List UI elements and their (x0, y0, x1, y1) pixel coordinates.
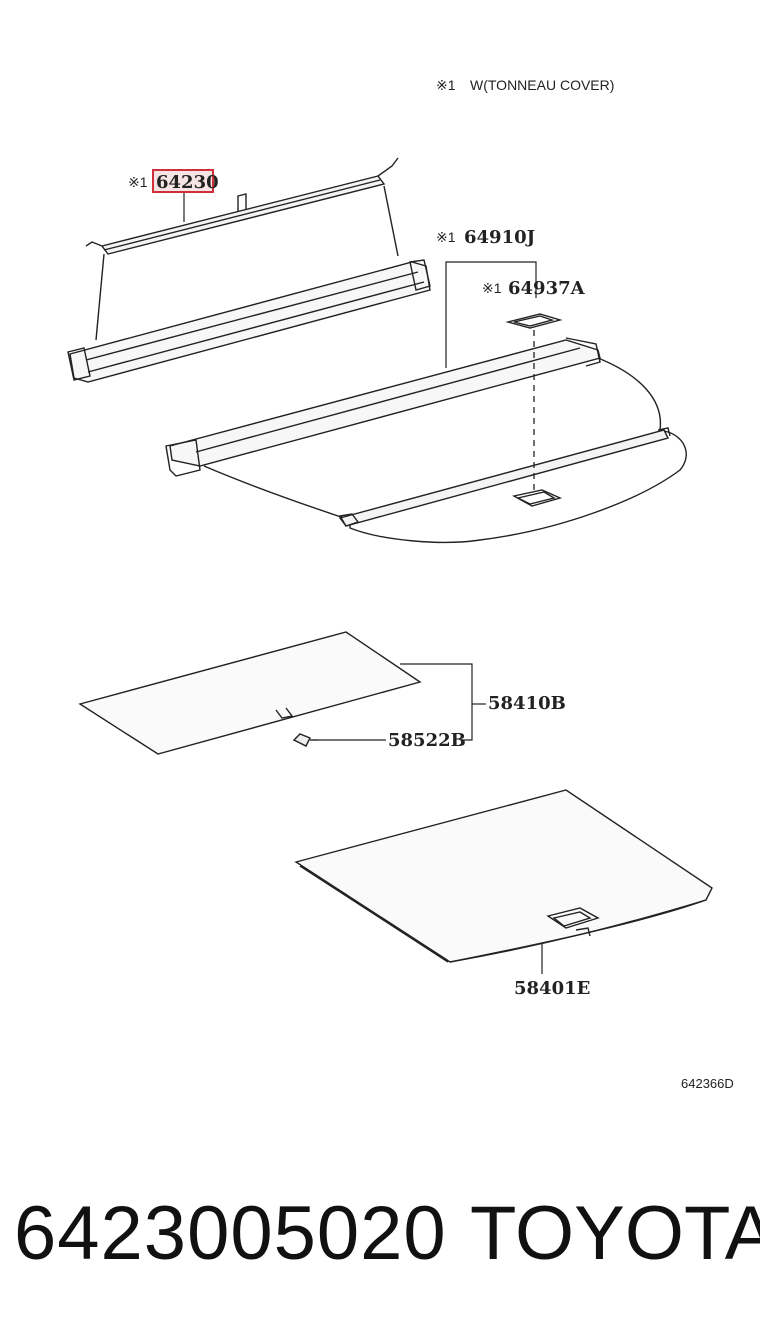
callout-64230-mark: ※1 (128, 174, 148, 190)
floor-board-illustration (294, 789, 713, 963)
callout-58410b-part[interactable]: 58410B (488, 693, 566, 714)
deck-board-illustration (78, 631, 422, 755)
highlight-box (152, 169, 214, 193)
header-note-mark: ※1 (436, 77, 456, 93)
header-note-text: W(TONNEAU COVER) (470, 77, 614, 93)
brand-name: TOYOTA (470, 1191, 760, 1276)
callout-58401e-part[interactable]: 58401E (514, 978, 590, 999)
callout-58522b-part[interactable]: 58522B (388, 730, 466, 751)
callout-64937a-mark: ※1 (482, 280, 502, 296)
part-number: 6423005020 (14, 1191, 447, 1276)
callout-64230-part[interactable]: 64230 (156, 172, 219, 193)
callout-64937a-part[interactable]: 64937A (508, 278, 586, 299)
tonneau-roller-illustration (67, 157, 431, 383)
illustration-id: 642366D (681, 1076, 734, 1091)
callout-64910j-part[interactable]: 64910J (464, 227, 535, 248)
handle-part-illustration (505, 313, 563, 329)
tonneau-cover-illustration (165, 337, 687, 544)
callout-64910j-mark: ※1 (436, 229, 456, 245)
clip-illustration (292, 733, 318, 747)
